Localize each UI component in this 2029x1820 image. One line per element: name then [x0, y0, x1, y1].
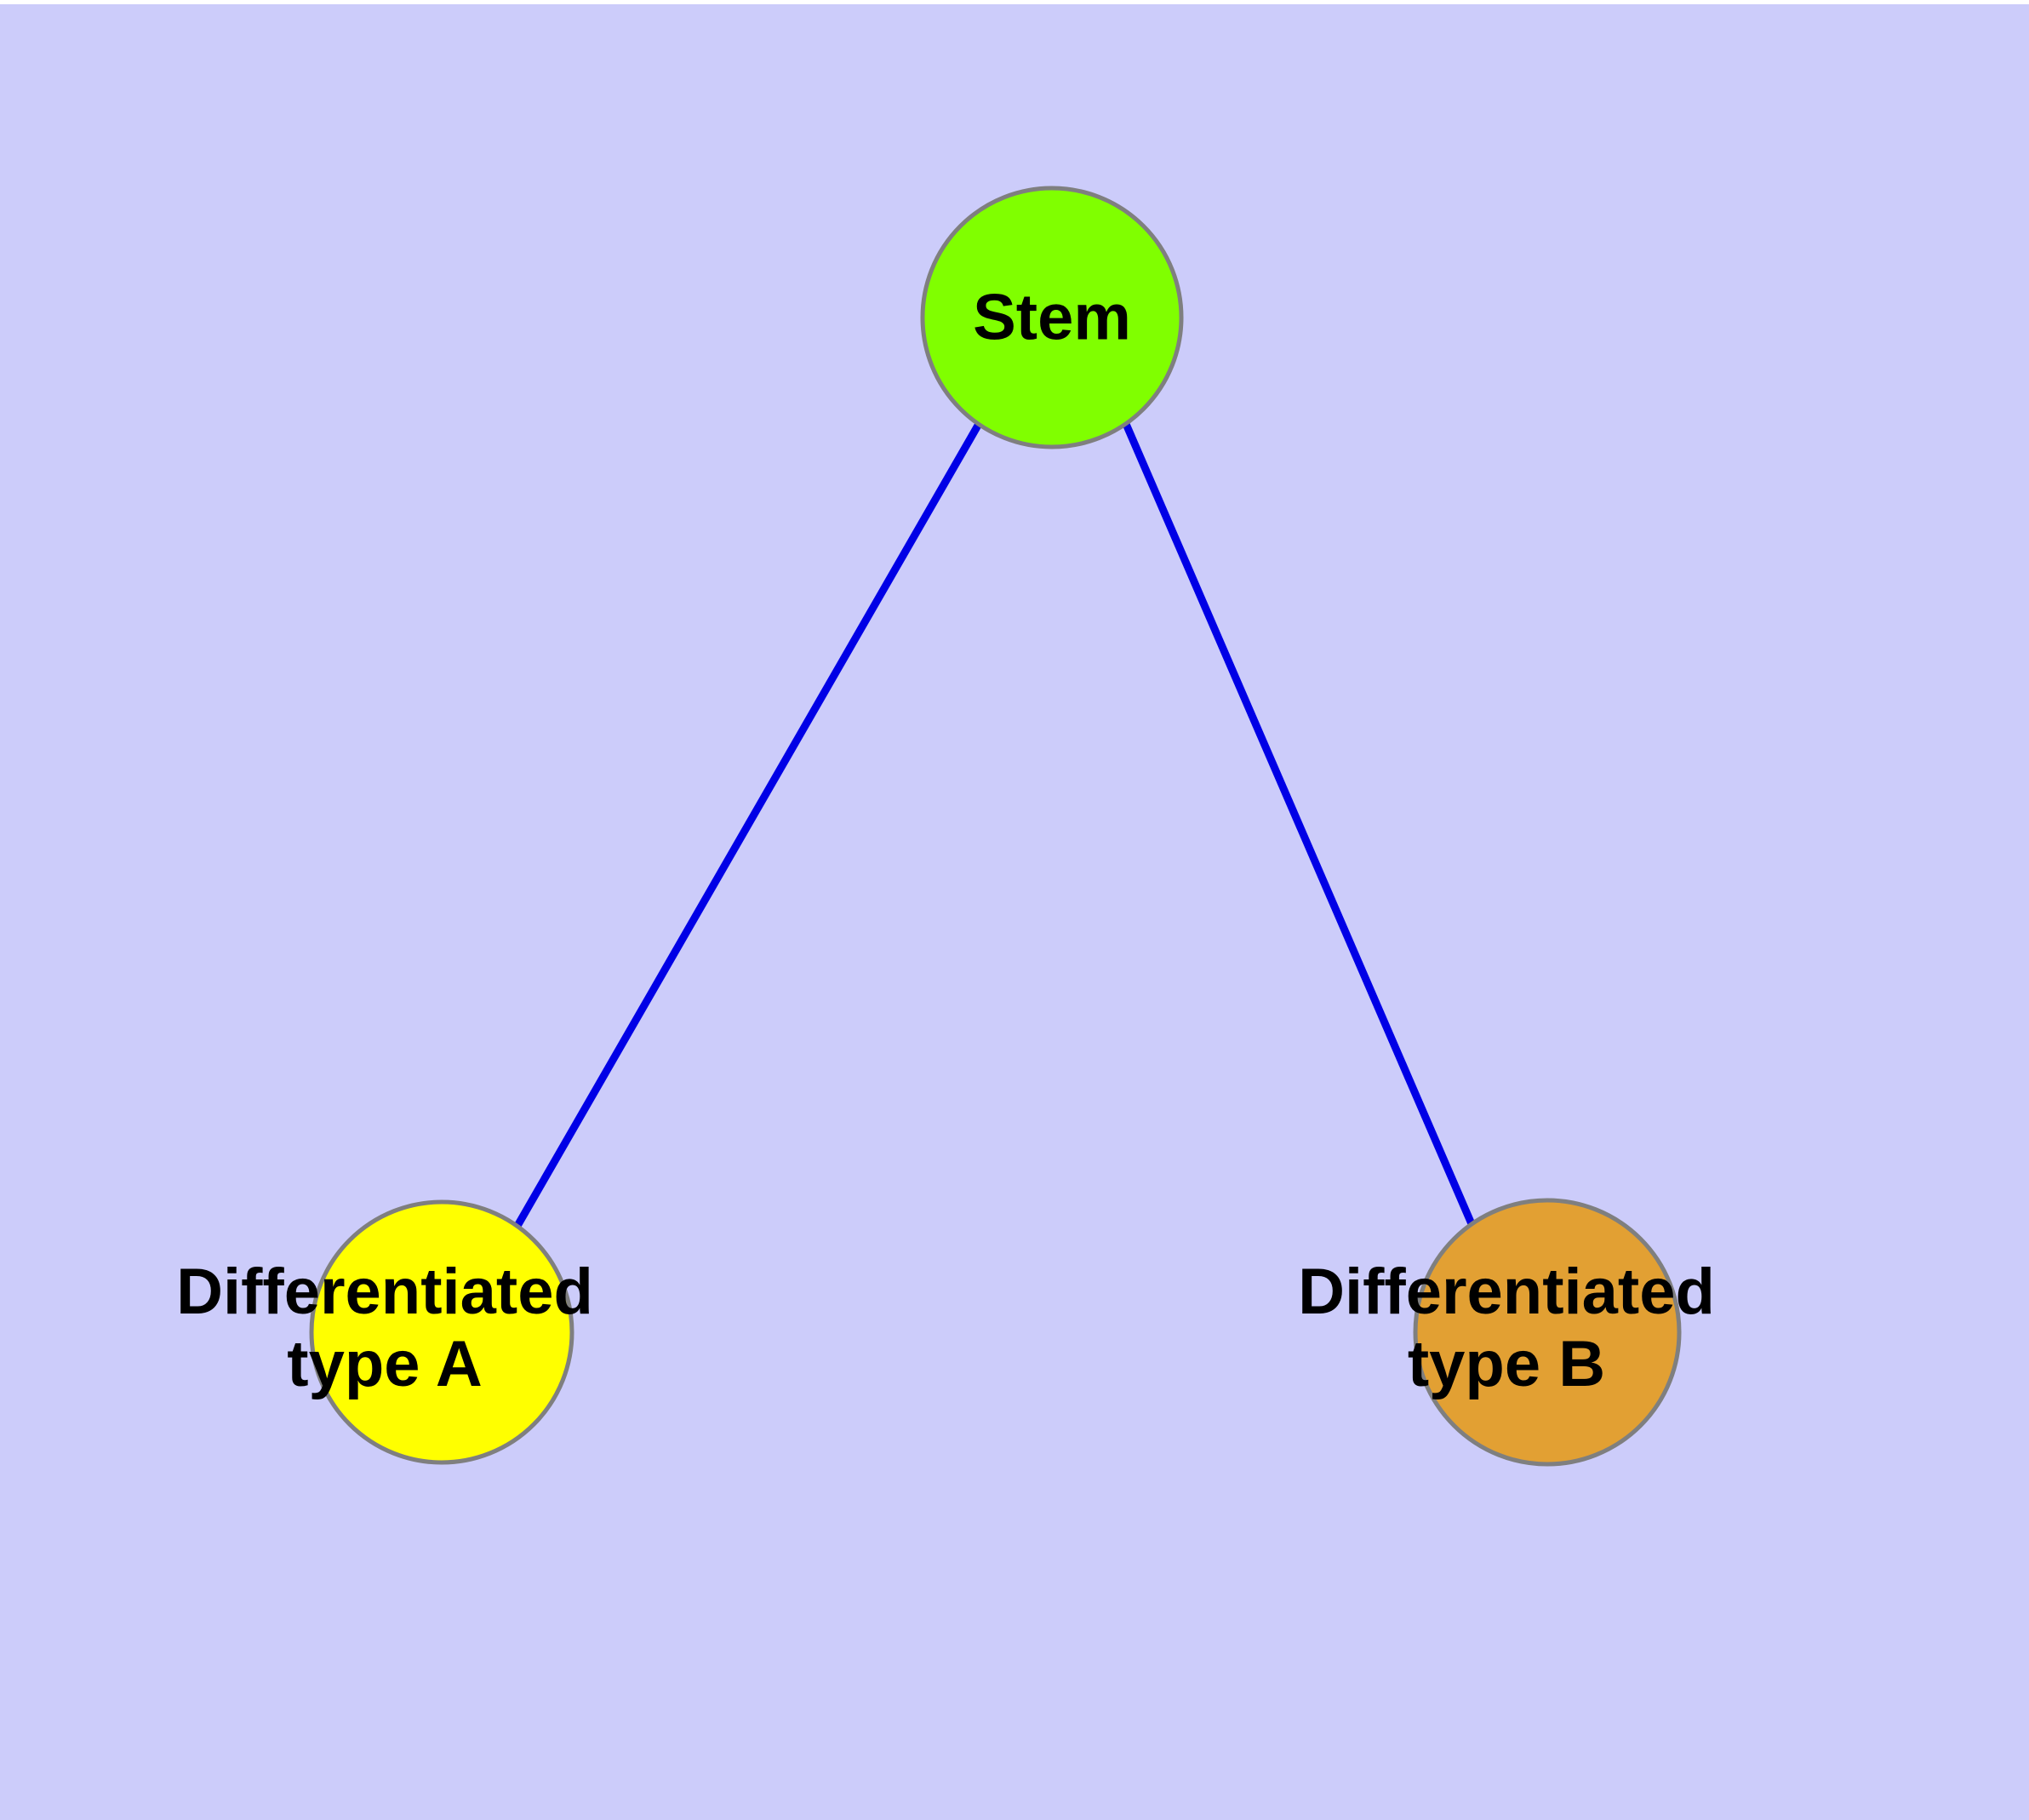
graph-node-diff-b[interactable]: [1413, 1198, 1682, 1467]
nodes-group: [309, 186, 1682, 1467]
graph-edge-stem-to-a: [514, 421, 982, 1228]
graph-node-stem[interactable]: [920, 186, 1184, 449]
edges-group: [514, 421, 1477, 1228]
graph-node-diff-a[interactable]: [309, 1199, 574, 1465]
graph-edge-stem-to-b: [1122, 422, 1477, 1228]
